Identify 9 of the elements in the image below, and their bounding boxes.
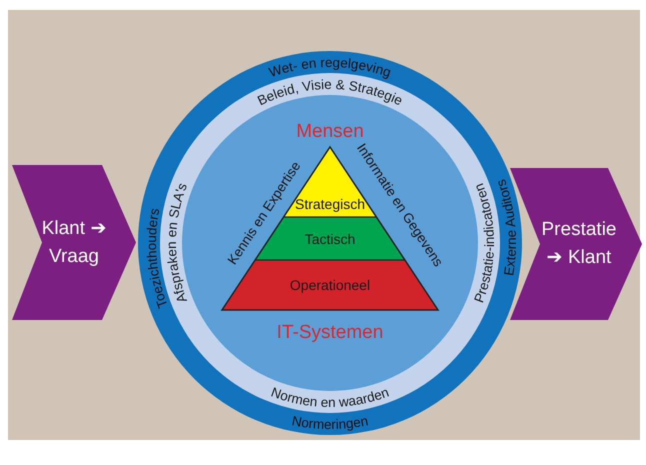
- ring-label: Wet- en regelgeving: [267, 54, 393, 80]
- arrow-label: Klant ➔ Vraag: [40, 216, 108, 268]
- arrow-label: Prestatie ➔ Klant: [540, 218, 618, 270]
- layer-label: Operationeel: [290, 277, 370, 293]
- layer-label: Tactisch: [304, 230, 356, 246]
- ring-label: Normeringen: [290, 413, 370, 432]
- ring-label: Normen en waarden: [269, 384, 391, 410]
- heading-label: IT-Systemen: [276, 322, 384, 344]
- heading-label: Mensen: [296, 121, 364, 143]
